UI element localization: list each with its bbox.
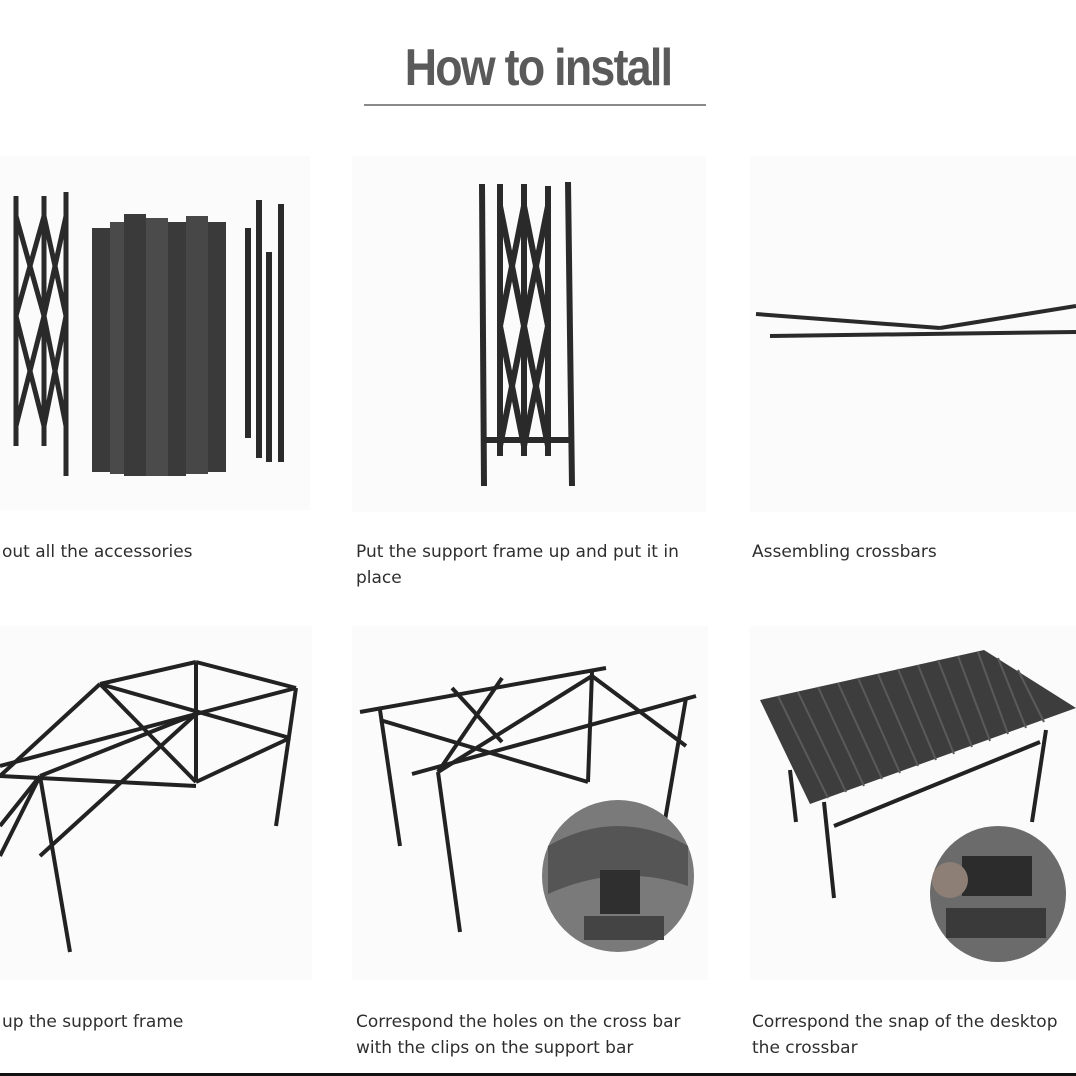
step-4-caption: up the support frame (2, 1012, 184, 1032)
step-5-image (352, 626, 708, 980)
title-underline (364, 104, 706, 106)
step-1-image (0, 156, 310, 510)
step-2-caption: Put the support frame up and put it in p… (356, 542, 679, 588)
page-title: How to install (404, 39, 673, 97)
bottom-border (0, 1073, 1076, 1076)
step-1-caption: out all the accessories (2, 542, 193, 562)
step-6-caption: Correspond the snap of the desktop the c… (752, 1012, 1058, 1058)
step-5-caption: Correspond the holes on the cross bar wi… (356, 1012, 681, 1058)
step-3-image (750, 156, 1076, 512)
step-6-image (750, 626, 1076, 980)
step-4-image (0, 626, 312, 980)
step-2-image (352, 156, 706, 512)
step-3-caption: Assembling crossbars (752, 542, 937, 562)
